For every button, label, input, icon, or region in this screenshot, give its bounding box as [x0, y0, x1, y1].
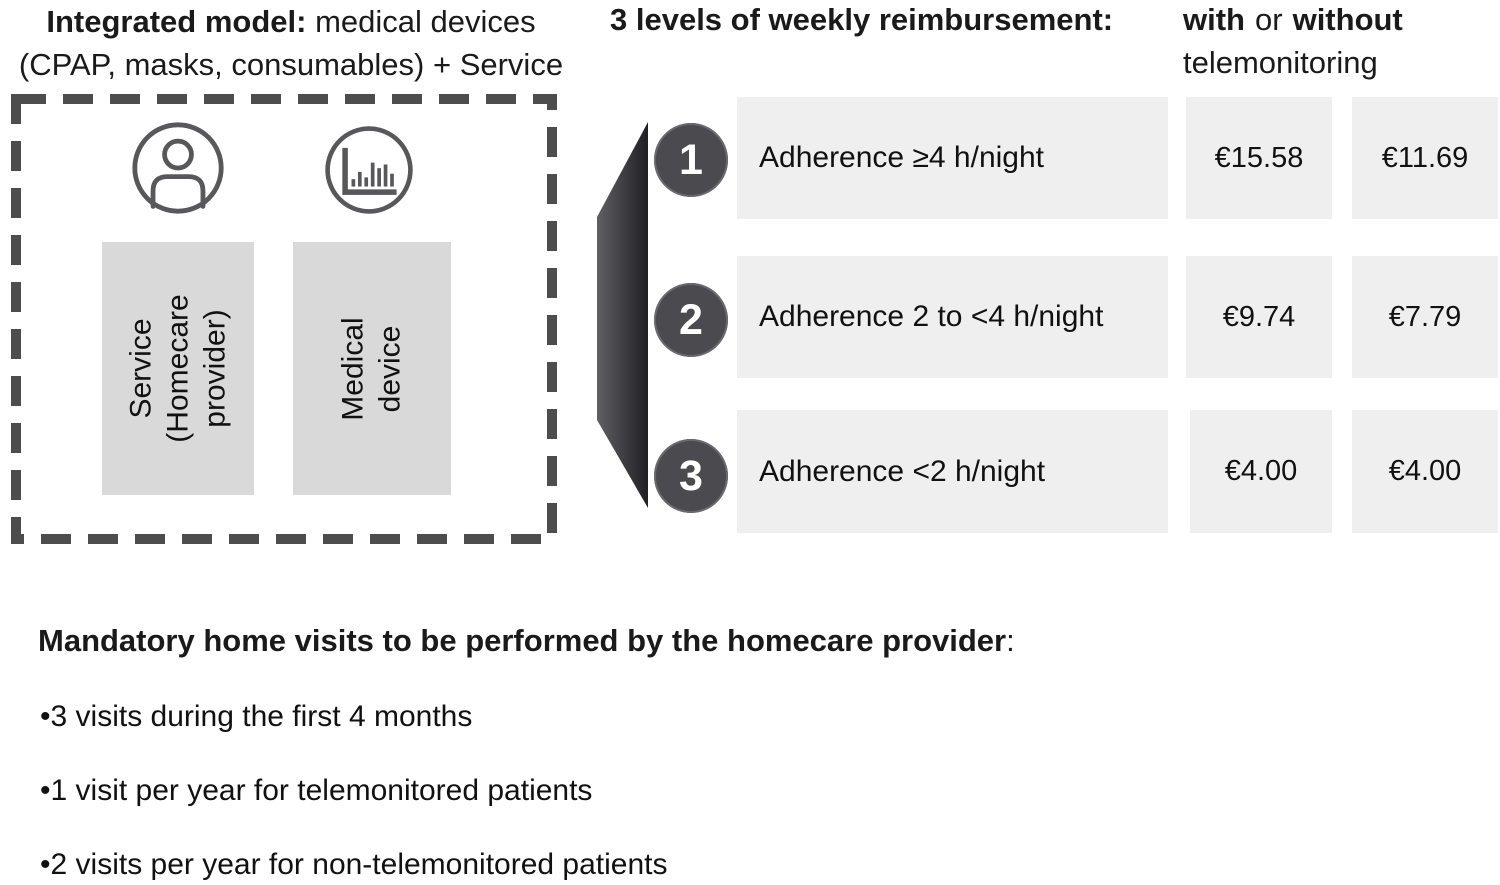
level-row-1: Adherence ≥4 h/night: [737, 97, 1168, 219]
dashed-model-box: [11, 94, 557, 544]
column-header-telemonitoring: telemonitoring: [1183, 45, 1378, 80]
bar-chart-icon: [325, 126, 413, 214]
price-without: €11.69: [1352, 97, 1498, 219]
level-number-badge: 3: [654, 439, 728, 513]
price-with: €9.74: [1186, 256, 1332, 378]
medical-device-box: Medical device: [293, 242, 451, 495]
service-box-label: Service (Homecare provider): [124, 294, 232, 443]
integrated-model-title: Integrated model: medical devices (CPAP,…: [2, 0, 580, 86]
integrated-model-title-bold: Integrated model:: [46, 4, 307, 39]
column-header-with: with: [1183, 2, 1245, 37]
level-number-badge: 2: [654, 283, 728, 357]
level-row-2: Adherence 2 to <4 h/night: [737, 256, 1168, 378]
medical-device-box-label: Medical device: [337, 316, 407, 421]
level-row-3: Adherence <2 h/night: [737, 410, 1168, 533]
column-header-without: without: [1292, 2, 1403, 37]
adherence-label: Adherence ≥4 h/night: [759, 141, 1044, 174]
price-with: €15.58: [1186, 97, 1332, 219]
adherence-label: Adherence <2 h/night: [759, 454, 1046, 488]
home-visits-bullet-3: •2 visits per year for non-telemonitored…: [40, 848, 668, 881]
integrated-model-title-line2: (CPAP, masks, consumables) + Service: [18, 47, 564, 82]
home-visits-heading: Mandatory home visits to be performed by…: [38, 623, 1015, 659]
reimbursement-heading: 3 levels of weekly reimbursement:: [610, 2, 1114, 37]
adherence-label: Adherence 2 to <4 h/night: [759, 300, 1104, 333]
level-number-badge: 1: [654, 123, 728, 197]
price-without: €4.00: [1352, 410, 1498, 533]
service-box: Service (Homecare provider): [102, 242, 254, 495]
price-with: €4.00: [1190, 410, 1332, 533]
column-header-or: or: [1255, 2, 1283, 37]
integrated-model-title-rest: medical devices: [306, 4, 536, 39]
home-visits-heading-colon: :: [1006, 623, 1015, 658]
integrated-model-title-line1: Integrated model: medical devices: [2, 0, 580, 43]
home-visits-bullet-2: •1 visit per year for telemonitored pati…: [40, 774, 593, 807]
person-icon: [132, 122, 224, 214]
home-visits-heading-bold: Mandatory home visits to be performed by…: [38, 623, 1007, 658]
home-visits-bullet-1: •3 visits during the first 4 months: [40, 700, 473, 733]
price-without: €7.79: [1352, 256, 1498, 378]
levels-bracket-shape: [597, 122, 648, 508]
